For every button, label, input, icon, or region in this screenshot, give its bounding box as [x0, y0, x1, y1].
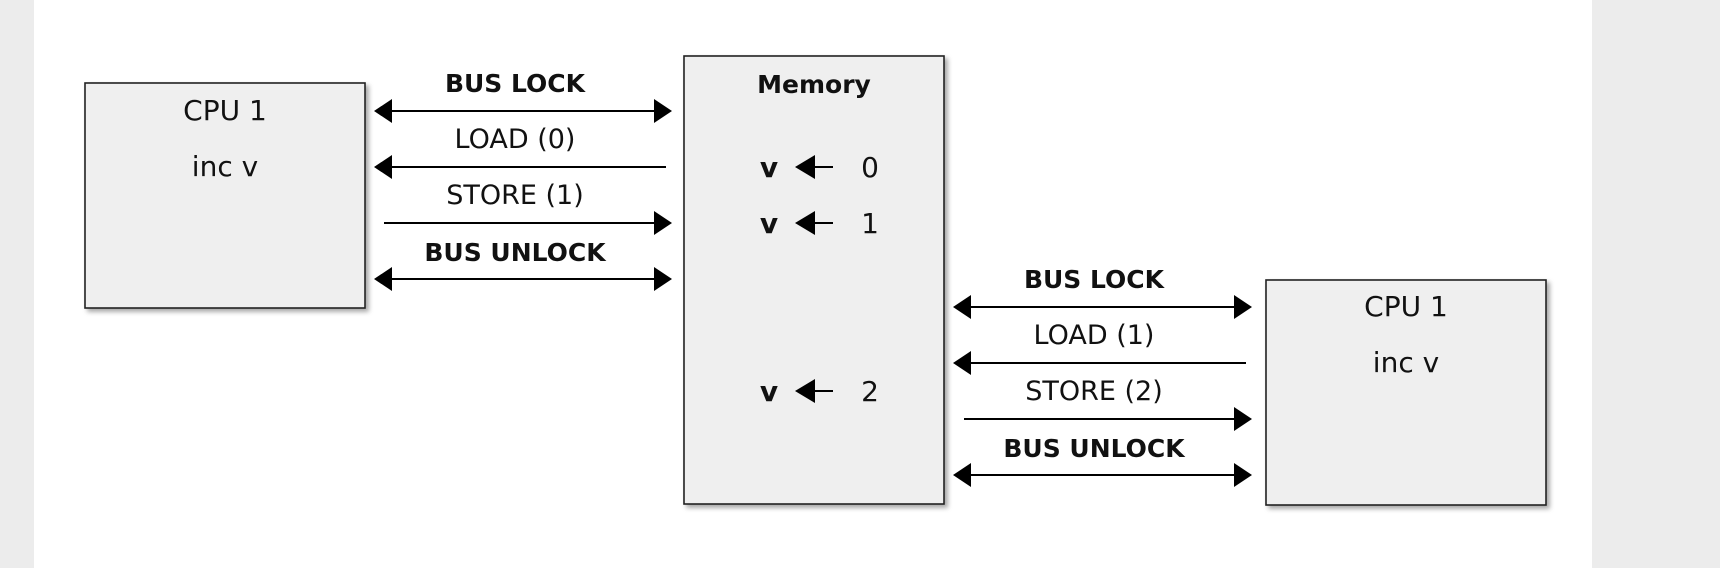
left-signal-store: STORE (1) — [384, 180, 672, 235]
right-signal-store: STORE (2) — [964, 376, 1252, 431]
arrow-head-right-icon — [654, 211, 672, 235]
arrow-head-left-icon — [953, 295, 971, 319]
memory-assignment-value: 2 — [861, 375, 879, 408]
right-signal-bus-unlock: BUS UNLOCK — [953, 434, 1252, 487]
signal-label: BUS UNLOCK — [424, 238, 607, 267]
signal-label: STORE (2) — [1025, 376, 1163, 407]
cpu-left-box: CPU 1 inc v — [84, 82, 366, 309]
cpu-right-name: CPU 1 — [1364, 290, 1448, 323]
arrow-head-left-icon — [374, 155, 392, 179]
arrow-head-left-icon — [374, 99, 392, 123]
left-signal-load: LOAD (0) — [374, 124, 666, 179]
left-arrow-icon — [795, 155, 815, 179]
cpu-right-instruction: inc v — [1373, 346, 1439, 379]
signal-label: LOAD (1) — [1034, 320, 1155, 351]
diagram-canvas: CPU 1 inc v Memory v 0 v 1 v 2 CPU 1 inc… — [34, 0, 1592, 568]
memory-assignment: v 0 — [760, 151, 879, 184]
cpu-left-instruction: inc v — [192, 150, 258, 183]
arrow-head-right-icon — [1234, 295, 1252, 319]
signal-label: LOAD (0) — [455, 124, 576, 155]
arrow-head-left-icon — [374, 267, 392, 291]
arrow-head-left-icon — [953, 351, 971, 375]
memory-assignment-var: v — [760, 151, 778, 184]
memory-assignment-value: 0 — [861, 151, 879, 184]
signal-label: BUS LOCK — [1024, 265, 1166, 294]
right-signal-bus-lock: BUS LOCK — [953, 265, 1252, 319]
left-arrow-icon — [795, 379, 815, 403]
left-signal-bus-unlock: BUS UNLOCK — [374, 238, 672, 291]
arrow-head-right-icon — [654, 99, 672, 123]
cpu-right-box: CPU 1 inc v — [1265, 279, 1547, 506]
memory-box: Memory v 0 v 1 v 2 — [683, 55, 945, 505]
memory-assignment-value: 1 — [861, 207, 879, 240]
right-signal-load: LOAD (1) — [953, 320, 1246, 375]
memory-assignment-var: v — [760, 207, 778, 240]
arrow-head-right-icon — [654, 267, 672, 291]
signal-label: BUS LOCK — [445, 69, 587, 98]
cpu-left-name: CPU 1 — [183, 94, 267, 127]
left-arrow-icon — [795, 211, 815, 235]
arrow-head-right-icon — [1234, 463, 1252, 487]
bus-lock-diagram: CPU 1 inc v Memory v 0 v 1 v 2 CPU 1 inc… — [84, 55, 1547, 506]
memory-assignment: v 2 — [760, 375, 879, 408]
memory-assignment: v 1 — [760, 207, 879, 240]
arrow-head-right-icon — [1234, 407, 1252, 431]
left-signal-bus-lock: BUS LOCK — [374, 69, 672, 123]
memory-title: Memory — [757, 70, 871, 99]
signal-label: STORE (1) — [446, 180, 584, 211]
memory-assignment-var: v — [760, 375, 778, 408]
arrow-head-left-icon — [953, 463, 971, 487]
signal-label: BUS UNLOCK — [1003, 434, 1186, 463]
